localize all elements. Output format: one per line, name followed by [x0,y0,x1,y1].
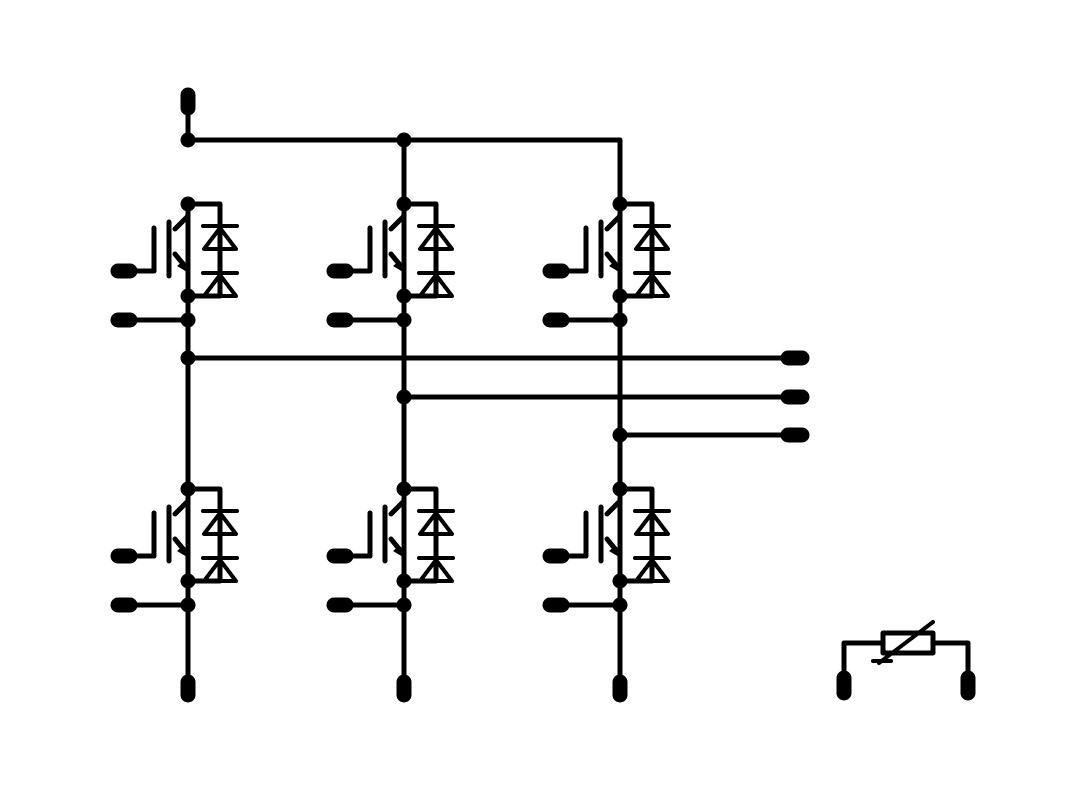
junction-sense-q2 [396,312,412,328]
diode-1-icon [634,511,670,536]
emitter-arrow-icon [609,546,619,557]
junction-emitter-q2 [396,288,412,304]
diode-1-icon [418,511,454,536]
diode-1-icon [418,226,454,251]
junction-sense-q3 [612,312,628,328]
diode-2-icon [202,273,238,298]
diode-1-icon [634,226,670,251]
terminal-pins [110,87,976,703]
igbt-q6 [552,486,671,608]
emitter-arrow-icon [393,261,403,272]
junction-sense-q4 [180,597,196,613]
junction-emitter-q4 [180,573,196,589]
junction-emitter-q3 [612,288,628,304]
junction-phase-u [180,350,196,366]
junction-sense-q5 [396,597,412,613]
diode-2-icon [634,273,670,298]
junction-collector-q5 [396,481,412,497]
junction-phase-v [396,389,412,405]
diode-2-icon [418,558,454,583]
diode-2-icon [418,273,454,298]
junction-sense-q6 [612,597,628,613]
ntc-thermistor [841,620,971,683]
igbt-q5 [336,486,455,608]
junction-phase-w [612,427,628,443]
igbt-q1 [120,201,239,323]
diode-1-icon [202,511,238,536]
emitter-arrow-icon [177,546,187,557]
igbt-q3 [552,201,671,323]
junction-collector-q6 [612,481,628,497]
junction-sense-q1 [180,312,196,328]
junction-emitter-q6 [612,573,628,589]
junction-dots [180,132,628,613]
junction-emitter-q1 [180,288,196,304]
wiring [185,97,798,693]
junction-collector-q4 [180,481,196,497]
ntc-lead-right [930,640,971,683]
diode-1-icon [202,226,238,251]
junction-emitter-q5 [396,573,412,589]
igbt-q2 [336,201,455,323]
junction-collector-q1 [180,196,196,212]
ntc-body [880,630,936,656]
junction-collector-q2 [396,196,412,212]
junction-collector-q3 [612,196,628,212]
emitter-arrow-icon [609,261,619,272]
igbt-q4 [120,486,239,608]
diode-2-icon [202,558,238,583]
diode-2-icon [634,558,670,583]
ntc-variable-arrow-icon [877,620,935,665]
junction-dc-plus-v [396,132,412,148]
emitter-arrow-icon [393,546,403,557]
igbt-modules [120,201,671,608]
junction-dc-plus [180,132,196,148]
emitter-arrow-icon [177,261,187,272]
ntc-lead-left [841,640,886,683]
